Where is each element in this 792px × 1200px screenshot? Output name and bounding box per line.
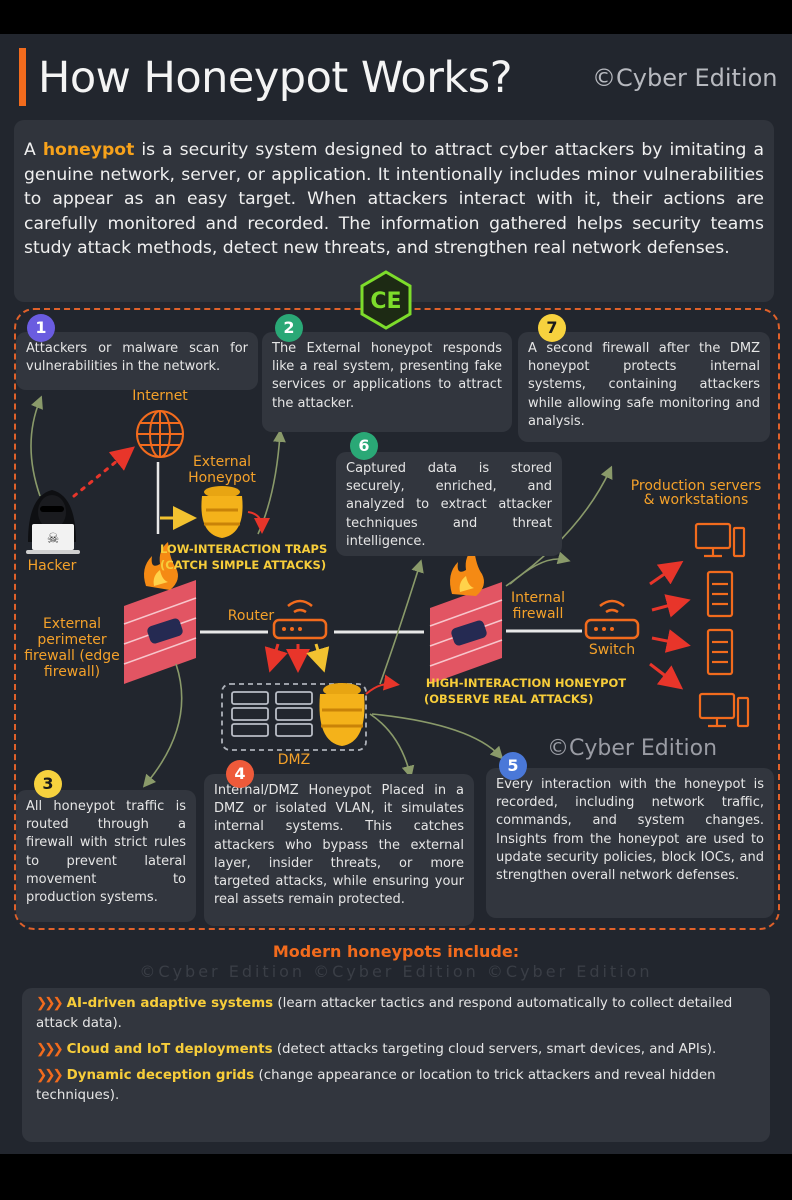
low-traps-label-1: LOW-INTERACTION TRAPS	[160, 542, 328, 556]
logo-text: CE	[370, 289, 401, 314]
globe-icon	[136, 410, 184, 458]
modern-heading: Modern honeypots include:	[272, 942, 520, 961]
step-1-text: Attackers or malware scan for vulnerabil…	[26, 341, 248, 375]
step-badge-3: 3	[34, 770, 62, 798]
ext-fw-label-3: firewall (edge	[24, 648, 120, 664]
router-icon	[272, 599, 328, 640]
prod-arrow-4	[649, 662, 684, 690]
chevron-right-icon: ❯❯❯	[36, 996, 64, 1011]
production-label-2: & workstations	[643, 492, 749, 508]
modern-item-2-desc: (detect attacks targeting cloud servers,…	[272, 1042, 717, 1057]
internet-label: Internet	[132, 388, 188, 404]
infographic: How Honeypot Works? ©Cyber Edition A hon…	[0, 34, 792, 1154]
step-card-5: Every interaction with the honeypot is r…	[486, 768, 774, 918]
dmz-out-arrow	[365, 674, 400, 695]
step-6-text: Captured data is stored securely, enrich…	[346, 461, 552, 549]
modern-watermark: ©Cyber Edition ©Cyber Edition ©Cyber Edi…	[139, 962, 653, 981]
flow-arrow-4	[369, 713, 415, 779]
modern-item-2: ❯❯❯Cloud and IoT deployments (detect att…	[36, 1040, 756, 1060]
router-label: Router	[227, 608, 275, 624]
step-card-7: A second firewall after the DMZ honeypot…	[518, 332, 770, 442]
switch-icon	[584, 599, 640, 640]
step-card-1: Attackers or malware scan for vulnerabil…	[16, 332, 258, 390]
modern-item-1: ❯❯❯AI-driven adaptive systems (learn att…	[36, 994, 756, 1034]
dmz-servers-icon	[231, 691, 313, 737]
step-badge-7: 7	[538, 314, 566, 342]
internal-firewall-icon	[429, 548, 503, 684]
prod-arrow-3	[651, 629, 691, 653]
intro-paragraph: A honeypot is a security system designed…	[14, 120, 774, 302]
intro-text: is a security system designed to attract…	[24, 140, 764, 258]
dmz-arrow-1	[264, 643, 288, 673]
hacker-label: Hacker	[27, 558, 77, 574]
low-traps-label-2: (CATCH SIMPLE ATTACKS)	[160, 558, 327, 572]
intro-highlight: honeypot	[42, 140, 135, 160]
step-badge-4: 4	[226, 760, 254, 788]
ce-logo-icon: CE	[360, 270, 412, 330]
network-diagram: CE ☠	[26, 270, 750, 788]
modern-item-1-desc: (learn attacker tactics and respond auto…	[36, 996, 733, 1031]
step-7-text: A second firewall after the DMZ honeypot…	[528, 341, 760, 429]
intro-prefix: A	[24, 140, 43, 160]
modern-item-3-title: Dynamic deception grids	[66, 1068, 255, 1083]
step-2-text: The External honeypot responds like a re…	[272, 341, 502, 411]
step-4-text: Internal/DMZ Honeypot Placed in a DMZ or…	[214, 783, 464, 908]
modern-item-3-desc: (change appearance or location to trick …	[36, 1068, 716, 1103]
dmz-zone	[221, 683, 367, 751]
modern-list: ❯❯❯AI-driven adaptive systems (learn att…	[22, 988, 770, 1142]
diagram-watermark: ©Cyber Edition	[546, 736, 718, 761]
honeypot-out-arrow	[247, 511, 270, 534]
internal-fw-label-2: firewall	[512, 606, 564, 622]
flow-arrow-5	[371, 713, 504, 760]
step-card-3: All honeypot traffic is routed through a…	[16, 790, 196, 922]
honey-jar-icon	[201, 486, 243, 538]
attack-arrow	[72, 446, 135, 498]
production-label-1: Production servers	[630, 478, 762, 494]
dmz-honey-jar-icon	[319, 683, 365, 746]
chevron-right-icon: ❯❯❯	[36, 1068, 64, 1083]
step-card-4: Internal/DMZ Honeypot Placed in a DMZ or…	[204, 774, 474, 926]
svg-text:☠: ☠	[47, 531, 60, 547]
step-card-6: Captured data is stored securely, enrich…	[336, 452, 562, 556]
dmz-label: DMZ	[277, 752, 311, 768]
step-badge-1: 1	[27, 314, 55, 342]
title-accent-bar	[19, 48, 26, 106]
dmz-arrow-3	[306, 643, 330, 673]
step-3-text: All honeypot traffic is routed through a…	[26, 799, 186, 906]
step-badge-6: 6	[350, 432, 378, 460]
external-honeypot-label-1: External	[192, 454, 252, 470]
server-icon	[706, 570, 734, 618]
workstation-icon	[698, 692, 750, 728]
flow-arrow-1	[30, 395, 43, 497]
ext-fw-label-4: firewall)	[43, 664, 101, 680]
server-icon	[706, 628, 734, 676]
flow-arrow-8	[509, 551, 571, 585]
chevron-right-icon: ❯❯❯	[36, 1042, 64, 1057]
flow-arrow-6	[379, 559, 424, 685]
external-firewall-icon	[123, 542, 197, 684]
watermark: ©Cyber Edition	[592, 64, 778, 92]
prod-arrow-1	[649, 560, 684, 586]
step-5-text: Every interaction with the honeypot is r…	[496, 777, 764, 884]
prod-arrow-2	[651, 594, 691, 618]
hacker-icon: ☠	[26, 490, 80, 554]
modern-item-1-title: AI-driven adaptive systems	[66, 996, 274, 1011]
modern-item-2-title: Cloud and IoT deployments	[66, 1042, 273, 1057]
external-honeypot-label-2: Honeypot	[188, 470, 256, 486]
step-badge-5: 5	[499, 752, 527, 780]
flow-arrow-3	[142, 663, 183, 788]
page-title: How Honeypot Works?	[38, 53, 513, 103]
switch-label: Switch	[588, 642, 636, 658]
high-hp-label-1: HIGH-INTERACTION HONEYPOT	[425, 676, 627, 690]
high-hp-label-2: (OBSERVE REAL ATTACKS)	[424, 692, 594, 706]
modern-item-3: ❯❯❯Dynamic deception grids (change appea…	[36, 1066, 756, 1106]
flow-arrow-2	[257, 429, 286, 535]
ext-fw-label-2: perimeter	[37, 632, 107, 648]
ext-fw-label-1: External	[42, 616, 102, 632]
step-badge-2: 2	[275, 314, 303, 342]
workstation-icon	[694, 522, 746, 558]
internal-fw-label-1: Internal	[511, 590, 565, 606]
step-card-2: The External honeypot responds like a re…	[262, 332, 512, 432]
